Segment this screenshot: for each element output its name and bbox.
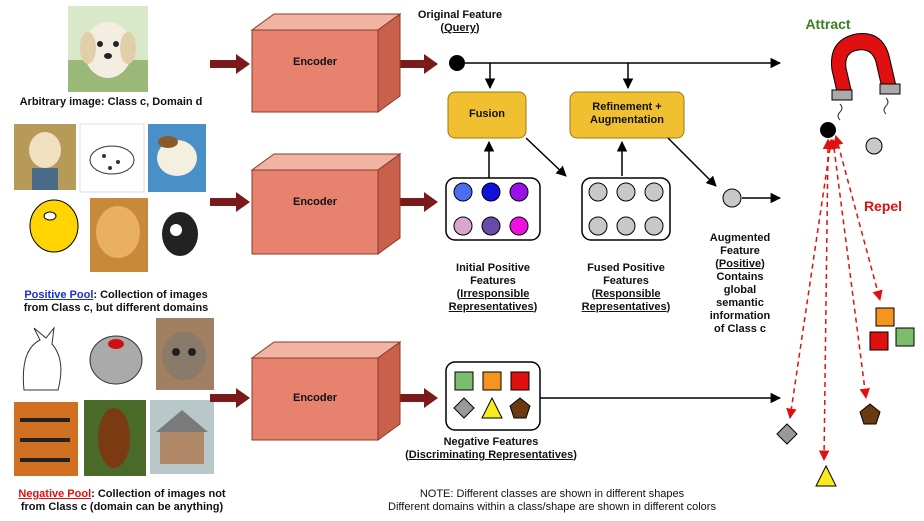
fusion-to-fused-arrow <box>525 137 567 177</box>
repel-arrows <box>786 134 883 462</box>
arrow-negative-to-encoder <box>210 388 250 408</box>
negative-pool-label: Negative Pool <box>18 488 92 500</box>
augmented-line7: of Class c <box>714 323 766 335</box>
embed-gray-diamond <box>776 423 798 445</box>
negative-pool-line2: from Class c (domain can be anything) <box>20 501 224 513</box>
fused-positive-line2: Features <box>603 275 649 287</box>
fused-positive-dot <box>616 182 636 202</box>
arrow-positive-to-encoder <box>210 192 250 212</box>
fused-positive-dot <box>644 216 664 236</box>
original-feature-title: Original Feature <box>417 9 503 21</box>
fused-positive-dot <box>644 182 664 202</box>
attract-label: Attract <box>805 16 851 32</box>
refinement-line2: Augmentation <box>590 114 664 126</box>
augmented-line2: Positive <box>718 258 762 270</box>
fused-positive-dot <box>588 216 608 236</box>
neg-brown-pentagon <box>509 397 531 419</box>
query-feature-dot <box>449 55 465 71</box>
encoder-middle <box>250 153 402 255</box>
arrow-encoder-to-positive <box>400 192 438 212</box>
embed-orange-square <box>875 307 895 327</box>
encoder-middle-label: Encoder <box>292 196 337 208</box>
embed-brown-pentagon <box>859 403 881 425</box>
positive-pool-label: Positive Pool <box>24 289 94 301</box>
encoder-top <box>250 13 402 113</box>
embed-query-dot <box>820 122 836 138</box>
initial-positive-dot <box>509 182 529 202</box>
positive-pool-rest: : Collection of images <box>93 289 208 301</box>
negative-pool-caption: Negative Pool: Collection of images not … <box>0 488 244 514</box>
fused-positive-line3: Responsible <box>595 288 661 300</box>
initial-positive-dot <box>481 182 501 202</box>
negative-features-label: Negative Features (Discriminating Repres… <box>376 436 606 462</box>
query-subtitle: Query <box>444 22 476 34</box>
embed-positive-dot <box>865 137 883 155</box>
augmented-line0: Augmented <box>709 232 771 244</box>
fused-positive-line4: Representatives <box>581 301 667 313</box>
neg-gray-diamond <box>453 397 475 419</box>
neg-yellow-triangle <box>481 396 503 419</box>
initial-positive-dot <box>481 216 501 236</box>
refinement-label: Refinement + Augmentation <box>570 101 684 127</box>
fused-positive-dots <box>588 182 664 236</box>
negative-features-line1: Negative Features <box>443 436 539 448</box>
positive-pool-line2: from Class c, but different domains <box>23 302 209 314</box>
image-to-encoder-arrows <box>210 54 438 408</box>
augmented-line5: semantic <box>716 297 764 309</box>
embed-green-square <box>895 327 915 347</box>
augmented-line4: global <box>723 284 757 296</box>
note-line1: NOTE: Different classes are shown in dif… <box>419 488 685 500</box>
embed-yellow-triangle <box>815 464 837 487</box>
encoder-bottom <box>250 341 402 441</box>
original-feature-label: Original Feature (Query) <box>408 9 512 35</box>
initial-positive-line3: Irresponsible <box>460 288 530 300</box>
arrow-encoder-to-negative <box>400 388 438 408</box>
initial-positive-dots <box>453 182 529 236</box>
initial-positive-dot <box>453 216 473 236</box>
magnet-icon <box>831 33 901 121</box>
negative-features-line2: Discriminating Representatives <box>408 449 574 461</box>
note-text: NOTE: Different classes are shown in dif… <box>372 488 732 514</box>
augmented-line1: Feature <box>720 245 760 257</box>
neg-green-square <box>454 371 474 391</box>
refinement-box <box>569 91 685 139</box>
negative-pool-rest: : Collection of images not <box>91 488 226 500</box>
augmented-label: Augmented Feature (Positive) Contains gl… <box>694 232 786 336</box>
initial-positive-line1: Initial Positive <box>456 262 530 274</box>
refinement-to-augmented-arrow <box>667 137 717 187</box>
arrow-encoder-to-query <box>400 54 438 74</box>
repel-label: Repel <box>863 198 903 214</box>
initial-positive-label: Initial Positive Features (Irresponsible… <box>424 262 562 314</box>
query-image <box>68 6 148 92</box>
query-image-caption: Arbitrary image: Class c, Domain d <box>19 96 203 108</box>
fused-positive-line1: Fused Positive <box>587 262 665 274</box>
note-line2: Different domains within a class/shape a… <box>388 501 716 513</box>
fused-positive-dot <box>588 182 608 202</box>
initial-positive-line2: Features <box>470 275 516 287</box>
fusion-box <box>447 91 527 139</box>
augmented-line6: information <box>709 310 771 322</box>
fused-positive-label: Fused Positive Features (Responsible Rep… <box>560 262 692 314</box>
refinement-line1: Refinement + <box>592 101 662 113</box>
augmented-feature-dot <box>722 188 742 208</box>
encoder-bottom-label: Encoder <box>292 392 337 404</box>
fusion-label: Fusion <box>468 108 506 120</box>
initial-positive-line4: Representatives <box>448 301 534 313</box>
augmented-line3: Contains <box>716 271 764 283</box>
initial-positive-dot <box>509 216 529 236</box>
neg-orange-square <box>482 371 502 391</box>
negative-pool-images <box>12 318 214 476</box>
encoder-top-label: Encoder <box>292 56 337 68</box>
arrow-query-to-encoder <box>210 54 250 74</box>
embed-red-square <box>869 331 889 351</box>
positive-pool-caption: Positive Pool: Collection of images from… <box>0 289 232 315</box>
fused-positive-dot <box>616 216 636 236</box>
neg-red-square <box>510 371 530 391</box>
positive-pool-images <box>14 123 208 272</box>
initial-positive-dot <box>453 182 473 202</box>
